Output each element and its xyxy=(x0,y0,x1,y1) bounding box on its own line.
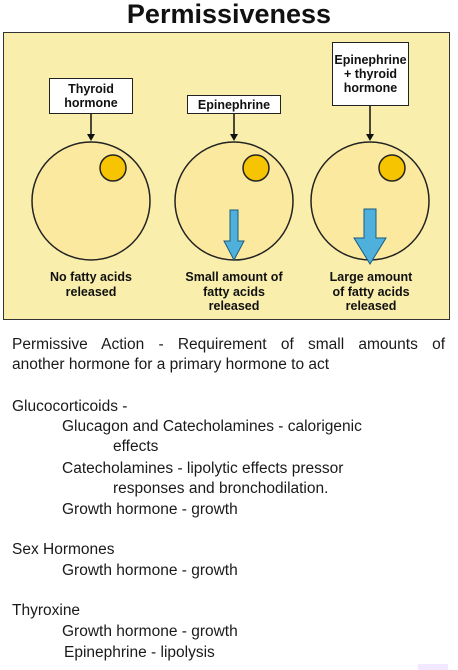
thyroxine-heading: Thyroxine xyxy=(12,602,81,619)
definition-line-2: another hormone for a primary hormone to… xyxy=(12,356,330,373)
definition-line-1: Permissive Action - Requirement of small… xyxy=(12,336,445,353)
gluco-item-1-line-2: effects xyxy=(113,438,159,455)
thyroxine-item-1: Growth hormone - growth xyxy=(62,623,238,640)
gluco-item-1-line-1: Glucagon and Catecholamines - calorigeni… xyxy=(62,418,362,435)
hormone-box-thyroid: Thyroid hormone xyxy=(49,78,133,114)
thyroxine-item-2: Epinephrine - lipolysis xyxy=(64,644,215,661)
page-title: Permissiveness xyxy=(126,0,332,29)
small-release-arrow xyxy=(223,209,245,262)
connector-arrowhead-3 xyxy=(366,134,374,141)
result-caption-2: Small amount of fatty acids released xyxy=(185,270,283,313)
glucocorticoids-heading: Glucocorticoids - xyxy=(12,398,128,415)
diagram-graphics xyxy=(31,106,430,265)
sex-item-1: Growth hormone - growth xyxy=(62,562,238,579)
nucleus-2 xyxy=(242,154,270,182)
corner-highlight xyxy=(418,664,448,670)
gluco-item-2-line-2: responses and bronchodilation. xyxy=(113,480,329,497)
connector-arrowhead-1 xyxy=(87,134,95,141)
result-caption-3: Large amount of fatty acids released xyxy=(329,270,413,313)
nucleus-3 xyxy=(378,154,406,182)
sex-hormones-heading: Sex Hormones xyxy=(12,541,115,558)
gluco-item-3: Growth hormone - growth xyxy=(62,501,238,518)
gluco-item-2-line-1: Catecholamines - lipolytic effects press… xyxy=(62,460,344,477)
connector-arrowhead-2 xyxy=(230,134,238,141)
large-release-arrow xyxy=(353,208,387,265)
nucleus-1 xyxy=(99,154,127,182)
hormone-box-epinephrine: Epinephrine xyxy=(187,95,281,114)
result-caption-1: No fatty acids released xyxy=(50,270,132,299)
hormone-box-combined: Epinephrine + thyroid hormone xyxy=(332,42,409,106)
fat-cell-1 xyxy=(31,141,151,261)
permissiveness-diagram: Thyroid hormone Epinephrine Epinephrine … xyxy=(3,32,450,320)
